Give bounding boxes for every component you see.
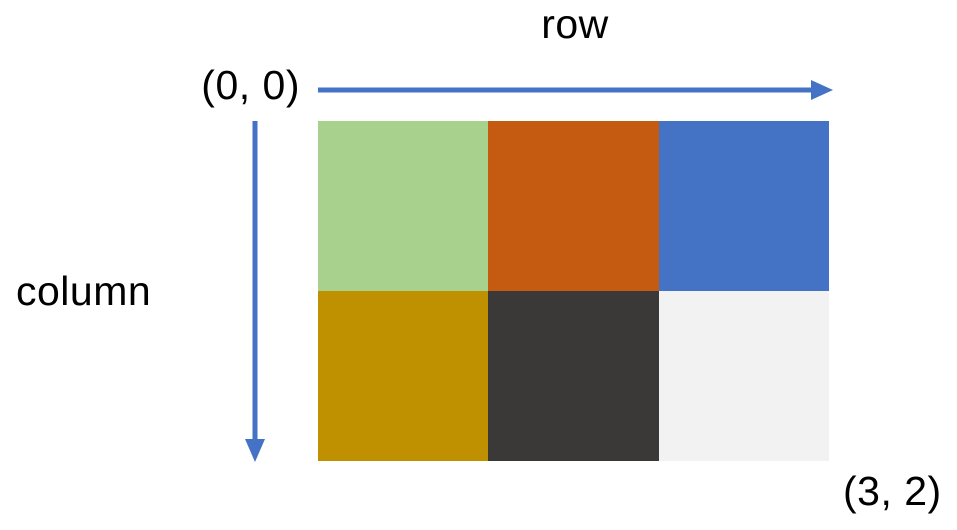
grid-cell-r0-c1-orange	[488, 121, 659, 291]
column-axis-label: column	[16, 268, 152, 314]
max-index-coordinate-label: (3, 2)	[843, 468, 942, 514]
grid-cell-r1-c1-dark-gray	[488, 291, 659, 461]
origin-coordinate-label: (0, 0)	[201, 62, 300, 108]
row-axis-arrow	[318, 80, 833, 100]
grid-cell-r0-c0-light-green	[318, 121, 489, 291]
grid-cell-r1-c2-light-gray	[658, 291, 829, 461]
row-axis-label: row	[541, 1, 609, 47]
column-axis-arrow	[245, 121, 265, 462]
color-grid	[318, 121, 829, 461]
grid-cell-r0-c2-blue	[658, 121, 829, 291]
grid-cell-r1-c0-gold	[318, 291, 489, 461]
